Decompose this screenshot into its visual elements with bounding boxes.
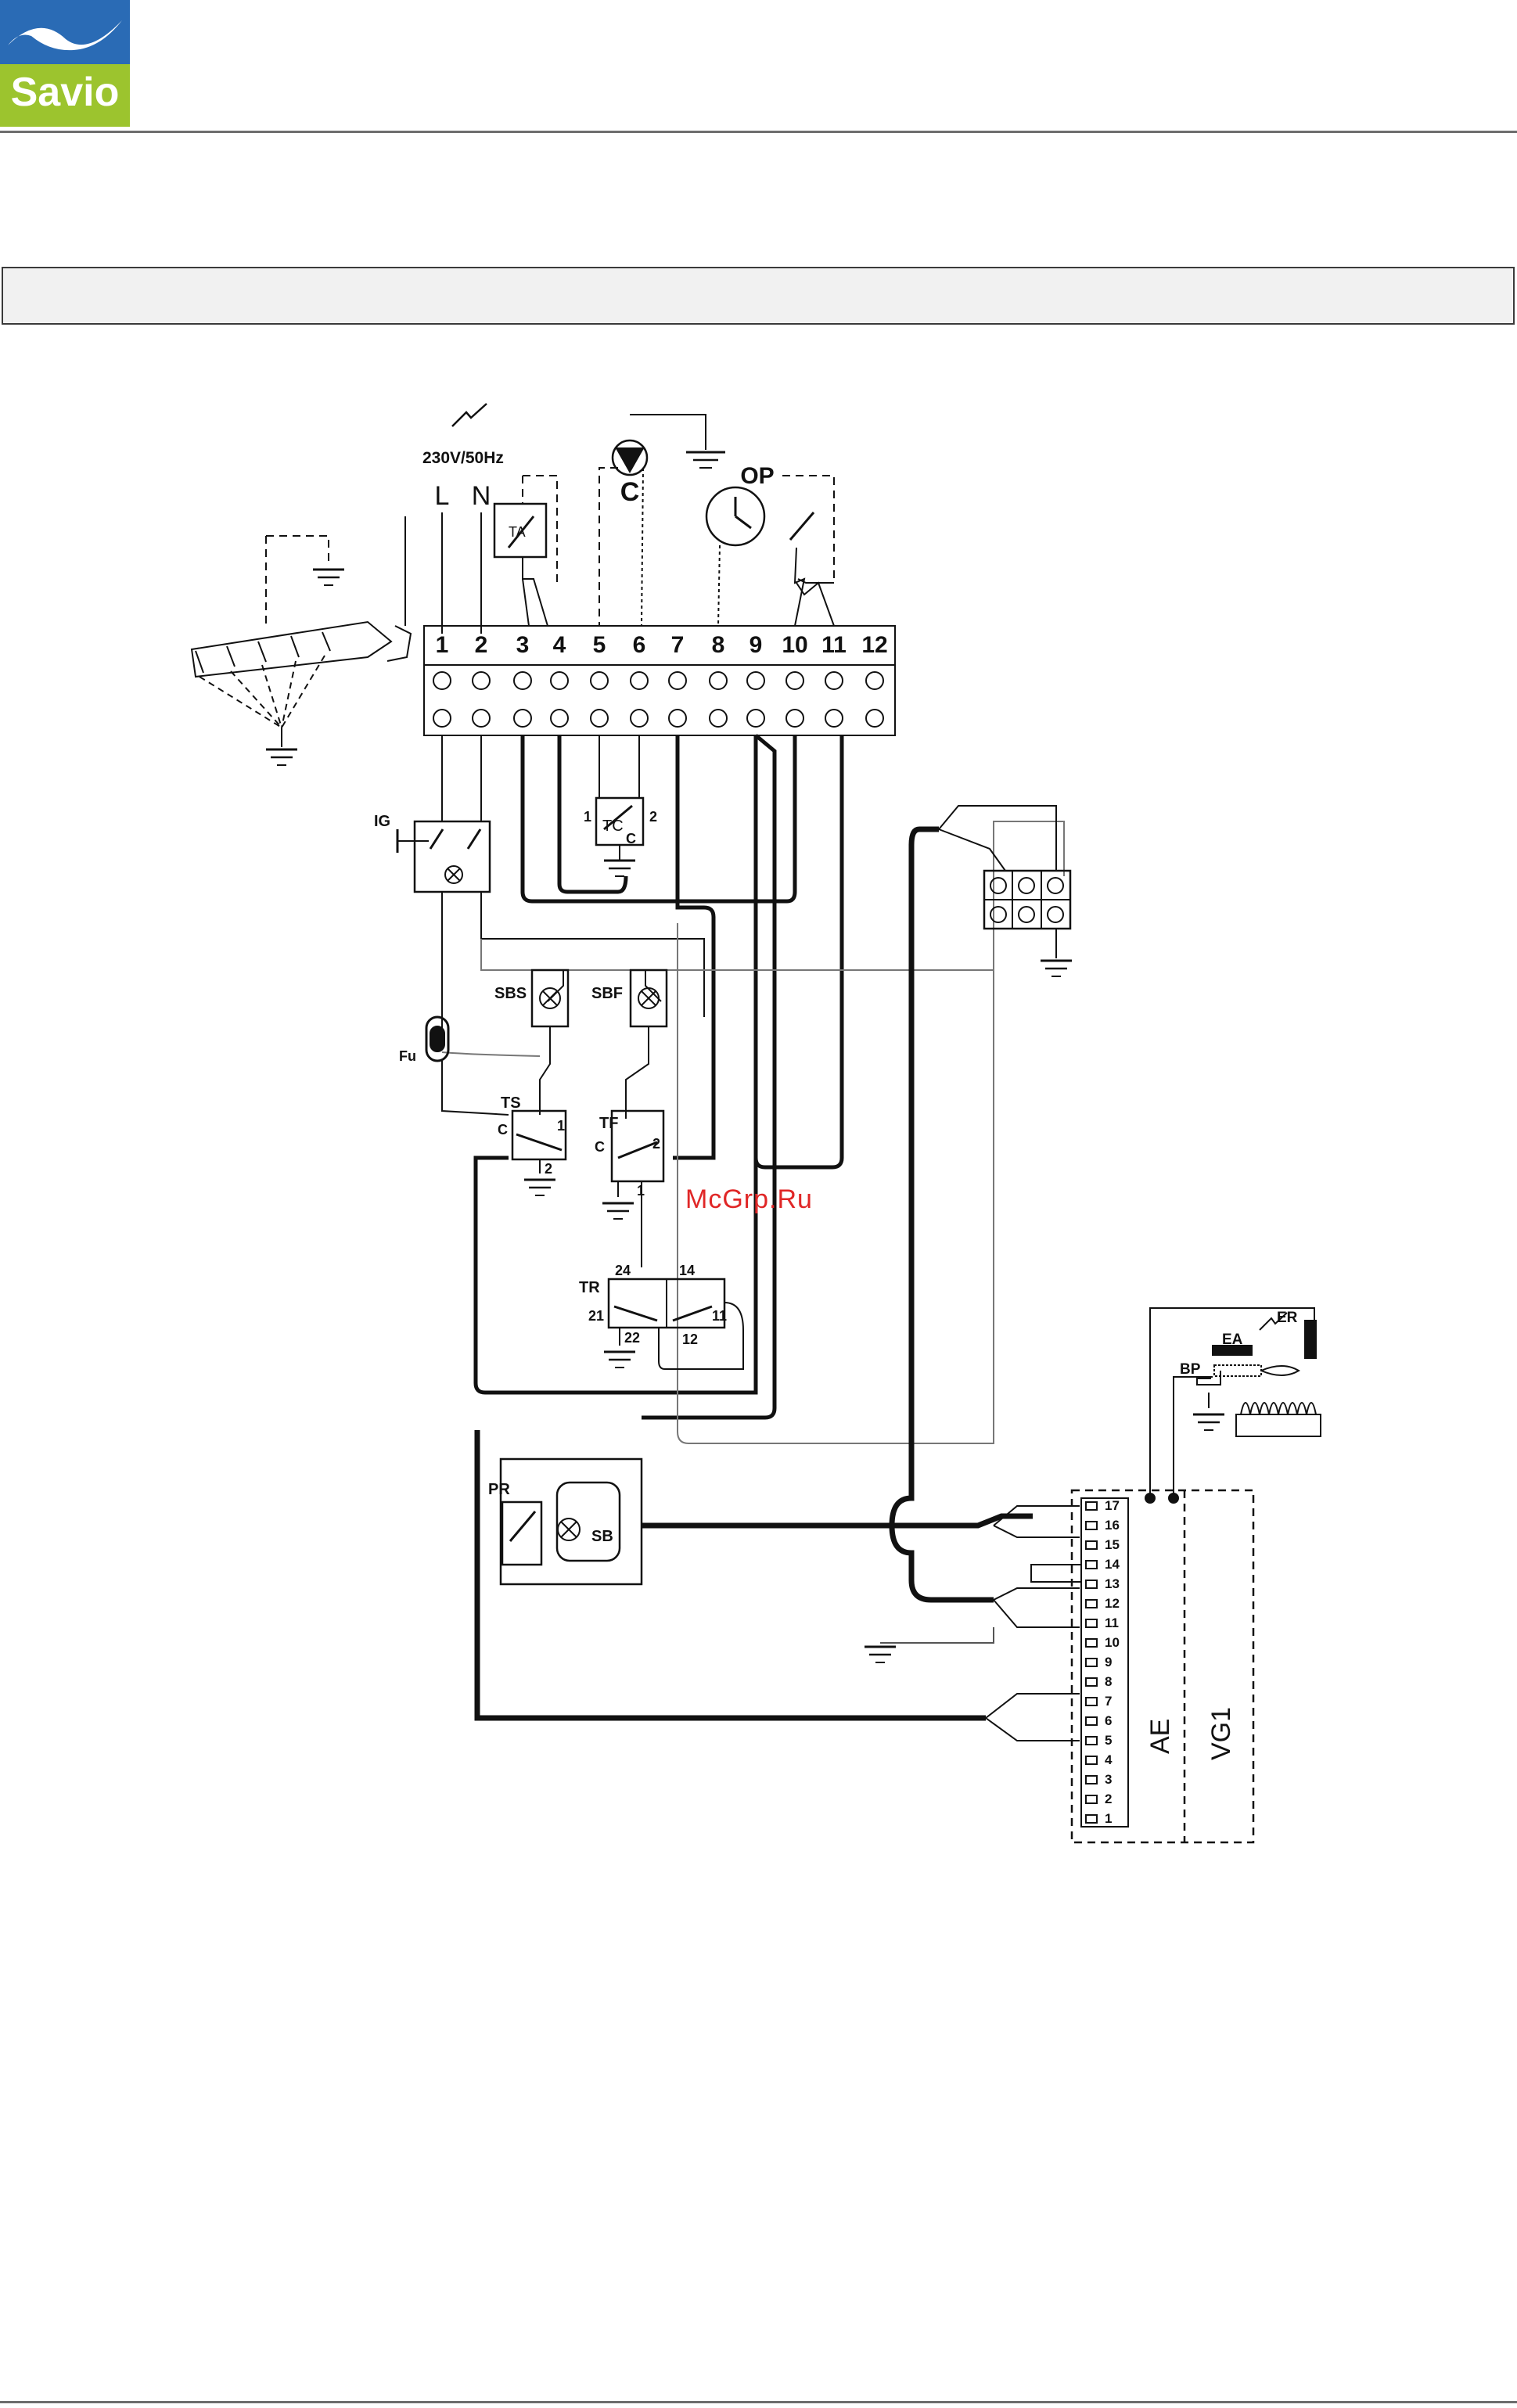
label-sbs: SBS xyxy=(494,985,527,1002)
pin-13: 13 xyxy=(1105,1576,1120,1591)
label-sbf: SBF xyxy=(591,985,623,1002)
terminal-12: 12 xyxy=(861,632,887,658)
pin-1: 1 xyxy=(1105,1811,1112,1826)
terminal-screws xyxy=(433,672,883,727)
label-ta: TA xyxy=(509,524,526,540)
label-pump-c: C xyxy=(620,477,640,507)
tr-contact-24: 24 xyxy=(615,1263,631,1278)
tc-contact-c: C xyxy=(626,831,636,846)
pin-15: 15 xyxy=(1105,1537,1120,1552)
tr-contact-11: 11 xyxy=(712,1308,727,1324)
terminal-6: 6 xyxy=(633,632,646,658)
pin-16: 16 xyxy=(1105,1518,1120,1533)
label-fu: Fu xyxy=(399,1048,416,1064)
terminal-10: 10 xyxy=(782,632,807,658)
neutral-label: N xyxy=(472,481,491,511)
tf-contact-2: 2 xyxy=(652,1136,660,1152)
watermark: McGrp.Ru xyxy=(685,1184,813,1215)
terminal-7: 7 xyxy=(671,632,685,658)
terminal-8: 8 xyxy=(712,632,725,658)
pin-2: 2 xyxy=(1105,1792,1112,1806)
terminal-1: 1 xyxy=(436,632,449,658)
tf-contact-c: C xyxy=(595,1139,605,1155)
tf-contact-1: 1 xyxy=(637,1183,645,1199)
pin-4: 4 xyxy=(1105,1752,1113,1767)
gas-valve-module xyxy=(1072,1490,1253,1842)
label-ae: AE xyxy=(1145,1719,1175,1754)
pin-3: 3 xyxy=(1105,1772,1112,1787)
label-tf: TF xyxy=(599,1115,618,1132)
label-op: OP xyxy=(740,463,774,489)
label-er: ER xyxy=(1277,1310,1298,1326)
pin-11: 11 xyxy=(1105,1616,1119,1630)
tr-contact-22: 22 xyxy=(624,1330,640,1346)
label-ts: TS xyxy=(501,1094,521,1112)
terminal-2: 2 xyxy=(475,632,488,658)
tc-contact-2: 2 xyxy=(649,809,657,825)
terminal-3: 3 xyxy=(516,632,530,658)
pin-10: 10 xyxy=(1105,1635,1120,1650)
label-sb: SB xyxy=(591,1528,613,1545)
label-ig: IG xyxy=(374,813,390,830)
connector-pin-boxes xyxy=(1086,1502,1097,1823)
tr-contact-21: 21 xyxy=(588,1308,604,1324)
pin-9: 9 xyxy=(1105,1655,1112,1669)
pin-17: 17 xyxy=(1105,1498,1120,1513)
pin-6: 6 xyxy=(1105,1713,1112,1728)
pin-8: 8 xyxy=(1105,1674,1112,1689)
ts-contact-c: C xyxy=(498,1122,508,1138)
pin-5: 5 xyxy=(1105,1733,1112,1748)
pin-14: 14 xyxy=(1105,1557,1120,1572)
terminal-9: 9 xyxy=(750,632,763,658)
label-vg1: VG1 xyxy=(1206,1707,1236,1760)
burner-manifold xyxy=(192,622,391,677)
label-tr: TR xyxy=(579,1279,600,1296)
supply-lightning-icon xyxy=(452,404,487,426)
label-ea: EA xyxy=(1222,1332,1243,1348)
supply-voltage-label: 230V/50Hz xyxy=(422,449,504,467)
tr-contact-12: 12 xyxy=(682,1332,698,1347)
label-pr: PR xyxy=(488,1481,510,1498)
label-tc: TC xyxy=(602,818,624,835)
terminal-strip xyxy=(424,665,895,735)
phase-label: L xyxy=(435,481,450,511)
pin-12: 12 xyxy=(1105,1596,1120,1611)
terminal-5: 5 xyxy=(593,632,606,658)
label-bp: BP xyxy=(1180,1361,1201,1378)
ts-contact-2: 2 xyxy=(545,1161,552,1177)
tr-contact-14: 14 xyxy=(679,1263,695,1278)
terminal-4: 4 xyxy=(553,632,566,658)
ts-contact-1: 1 xyxy=(557,1118,565,1134)
pin-7: 7 xyxy=(1105,1694,1112,1709)
terminal-11: 11 xyxy=(821,632,847,658)
tc-contact-1: 1 xyxy=(584,809,591,825)
